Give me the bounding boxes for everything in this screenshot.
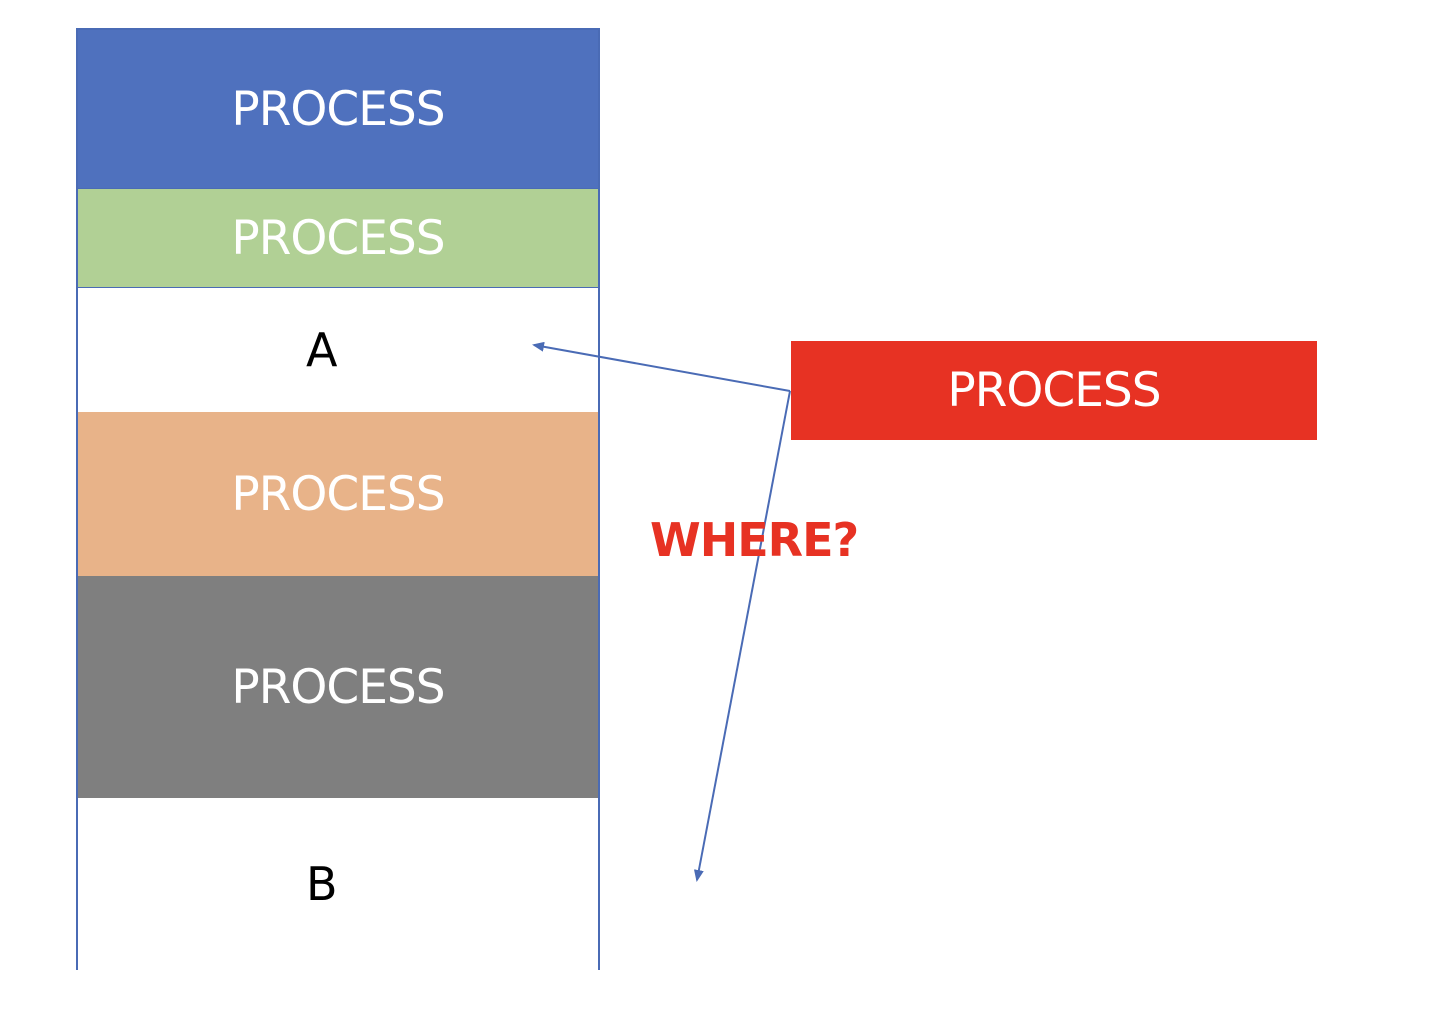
process-block-3-label: PROCESS: [231, 466, 445, 522]
where-question: WHERE?: [650, 513, 859, 567]
process-block-1-label: PROCESS: [231, 81, 445, 137]
free-block-b-label: B: [306, 857, 338, 911]
process-block-4: PROCESS: [78, 576, 598, 798]
process-block-2-label: PROCESS: [231, 210, 445, 266]
process-block-2: PROCESS: [78, 188, 598, 288]
free-block-a: A: [78, 288, 598, 412]
free-block-a-label: A: [306, 323, 337, 377]
process-block-4-label: PROCESS: [231, 659, 445, 715]
incoming-process-label: PROCESS: [947, 363, 1161, 418]
incoming-process: PROCESS: [791, 341, 1317, 440]
free-block-b: B: [78, 798, 598, 970]
process-block-3: PROCESS: [78, 412, 598, 576]
arrow-to-b: [693, 390, 791, 882]
process-block-1: PROCESS: [78, 30, 598, 188]
memory-stack: PROCESS PROCESS A PROCESS PROCESS B: [76, 28, 600, 970]
